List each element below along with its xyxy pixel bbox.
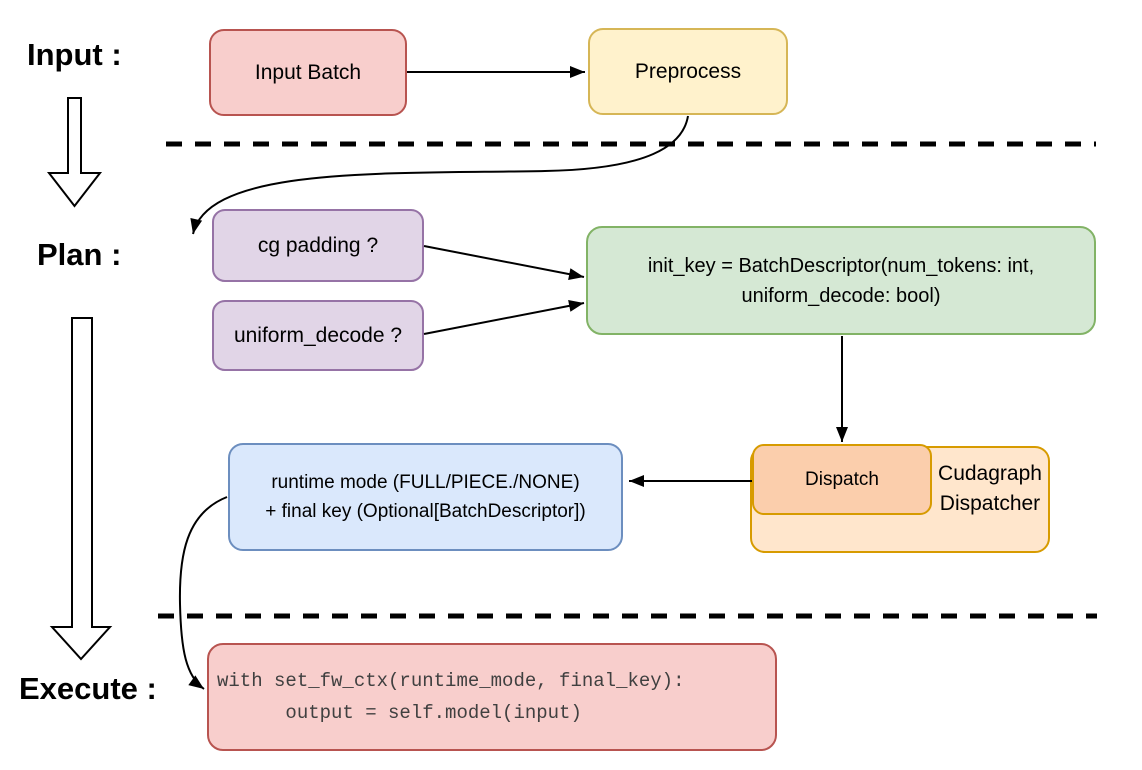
- runtime-mode-node: runtime mode (FULL/PIECE./NONE) + final …: [228, 443, 623, 551]
- input-stage-down-arrow-icon: [46, 97, 103, 208]
- arrow-cg-padding-to-init-key: [423, 245, 585, 281]
- arrow-uniform-decode-to-init-key: [423, 299, 585, 335]
- uniform-decode-label: uniform_decode ?: [233, 324, 403, 347]
- dispatch-node: Dispatch: [752, 444, 932, 515]
- stage-label-plan: Plan :: [37, 237, 122, 272]
- plan-stage-down-arrow-icon: [49, 317, 113, 661]
- input-batch-node: Input Batch: [209, 29, 407, 116]
- stage-label-input: Input :: [27, 37, 122, 72]
- init-key-label-line1: init_key = BatchDescriptor(num_tokens: i…: [647, 254, 1035, 277]
- cudagraph-dispatcher-label-line1: Cudagraph: [938, 462, 1042, 485]
- dispatch-label: Dispatch: [805, 469, 879, 490]
- execute-code-line2: output = self.model(input): [217, 702, 582, 724]
- runtime-mode-label-line2: + final key (Optional[BatchDescriptor]): [265, 501, 586, 522]
- uniform-decode-node: uniform_decode ?: [212, 300, 424, 371]
- runtime-mode-label-line1: runtime mode (FULL/PIECE./NONE): [271, 472, 580, 493]
- execute-code-node: with set_fw_ctx(runtime_mode, final_key)…: [207, 643, 777, 751]
- init-key-node: init_key = BatchDescriptor(num_tokens: i…: [586, 226, 1096, 335]
- preprocess-node: Preprocess: [588, 28, 788, 115]
- cudagraph-dispatcher-label: Cudagraph Dispatcher: [932, 459, 1048, 519]
- cg-padding-label: cg padding ?: [257, 234, 379, 257]
- init-key-label-line2: uniform_decode: bool): [741, 284, 941, 307]
- execute-code-line1: with set_fw_ctx(runtime_mode, final_key)…: [217, 670, 685, 692]
- preprocess-label: Preprocess: [634, 60, 742, 83]
- cg-padding-node: cg padding ?: [212, 209, 424, 282]
- stage-label-execute: Execute :: [19, 671, 157, 706]
- cudagraph-dispatcher-label-line2: Dispatcher: [939, 492, 1041, 515]
- input-batch-label: Input Batch: [254, 61, 362, 84]
